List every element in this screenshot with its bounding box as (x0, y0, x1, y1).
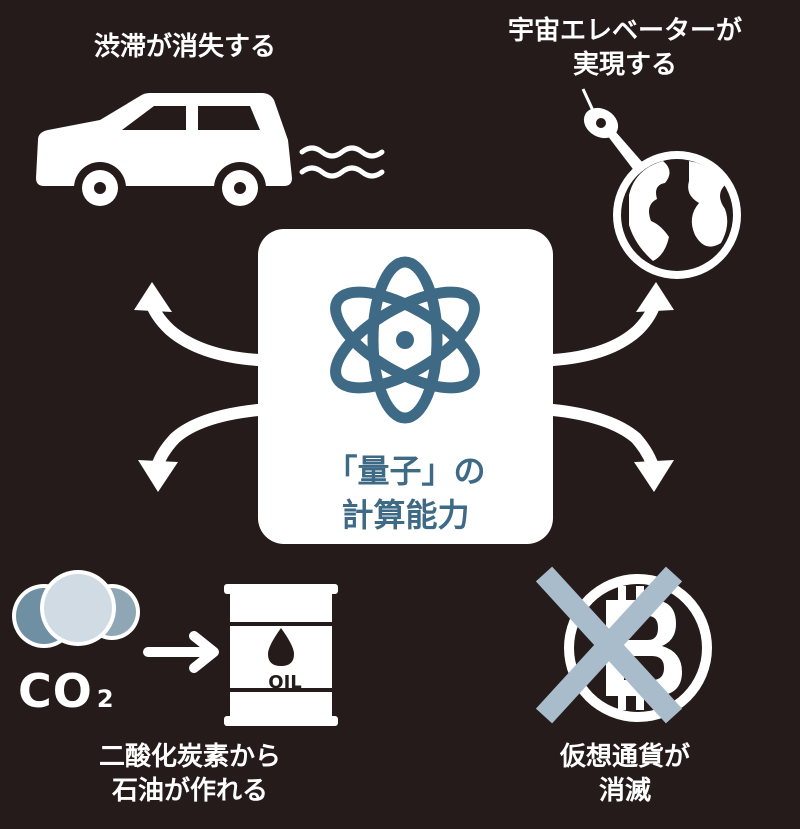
arrowhead-upper-right (636, 282, 674, 312)
co2-main: CO (18, 664, 93, 718)
arrow-lower-left (150, 404, 264, 476)
arrowhead-upper-left (134, 282, 172, 312)
oil-label: OIL (268, 672, 302, 693)
co2-to-oil-icon (12, 570, 338, 726)
space-elevator-globe-icon (581, 88, 741, 279)
crypto-label-line1: 仮想通貨が (559, 742, 690, 772)
co2-label-line2: 石油が作れる (111, 776, 268, 806)
oil-drop-icon (268, 628, 294, 666)
bitcoin-crossed-icon (535, 566, 712, 724)
arrowhead-lower-left (138, 460, 178, 492)
traffic-label-line1: 渋滞が消失する (93, 32, 276, 62)
elevator-label-line1: 宇宙エレベーターが (507, 16, 742, 46)
co2-label-line1: 二酸化炭素から (98, 742, 281, 772)
arrowhead-lower-right (634, 460, 674, 492)
elevator-label-line2: 実現する (572, 50, 677, 80)
elevator-label: 宇宙エレベーターが 実現する (485, 14, 765, 82)
atom-icon (330, 256, 480, 424)
quantum-computing-box: 「量子」の 計算能力 (258, 229, 553, 544)
arrow-lower-right (547, 404, 660, 476)
traffic-label: 渋滞が消失する (70, 30, 300, 64)
co2-subscript: 2 (96, 685, 115, 713)
center-text-line2: 計算能力 (341, 496, 470, 534)
center-text: 「量子」の 計算能力 (258, 449, 553, 537)
co2-label: 二酸化炭素から 石油が作れる (70, 740, 310, 808)
crypto-label-line2: 消滅 (598, 776, 651, 806)
center-text-line1: 「量子」の (325, 452, 486, 490)
crypto-label: 仮想通貨が 消滅 (530, 740, 720, 808)
car-icon (36, 93, 385, 214)
